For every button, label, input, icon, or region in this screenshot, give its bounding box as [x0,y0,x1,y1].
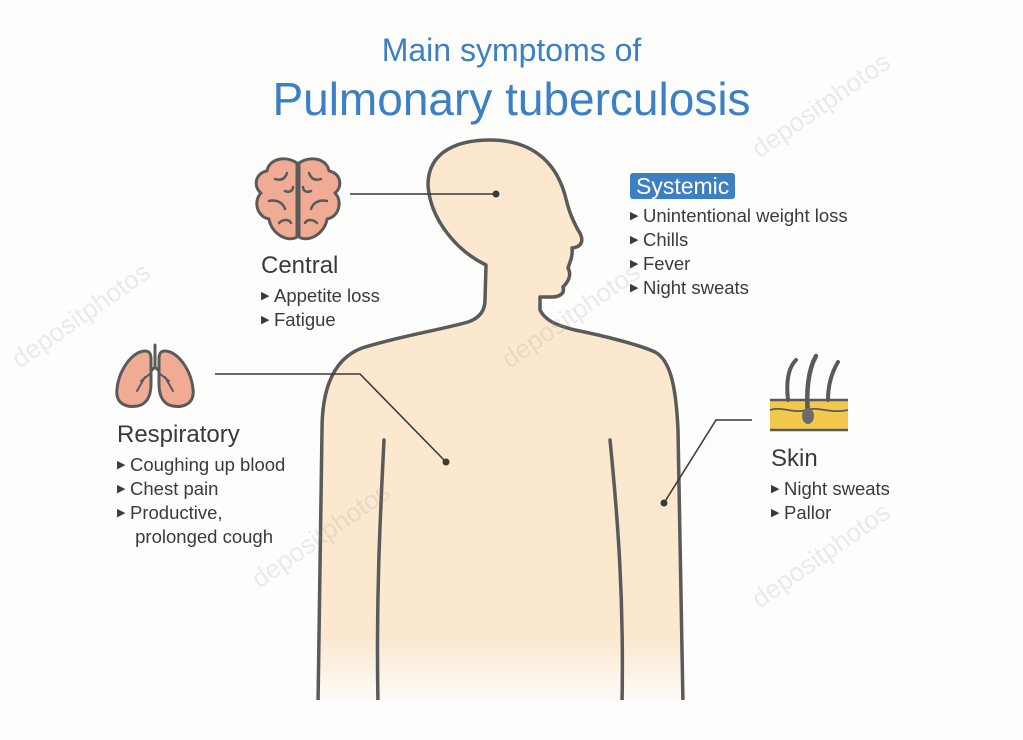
connectors [215,190,752,507]
list-item: ▶Coughing up blood [117,454,286,475]
systemic-heading-wrapper: Systemic [630,173,848,199]
list-item: ▶Appetite loss [261,285,380,306]
brain-icon [254,157,342,241]
respiratory-list: ▶Coughing up blood ▶Chest pain ▶Producti… [117,453,285,549]
skin-hair-icon [769,353,849,432]
respiratory-group: Respiratory ▶Coughing up blood ▶Chest pa… [117,421,285,549]
respiratory-heading: Respiratory [117,421,240,448]
list-item: ▶Night sweats [771,478,890,499]
left-arm-line [375,438,386,707]
list-item: ▶Productive, [117,502,223,523]
list-item: ▶Fatigue [261,309,336,330]
list-item: ▶Night sweats [630,277,749,298]
skin-list: ▶Night sweats ▶Pallor [771,477,890,525]
list-item: ▶Unintentional weight loss [630,205,848,226]
central-heading: Central [261,252,339,279]
bullet-icon: ▶ [771,507,780,519]
bullet-icon: ▶ [261,314,270,326]
systemic-list: ▶Unintentional weight loss ▶Chills ▶Feve… [630,204,848,300]
respiratory-connector-dot [442,458,450,466]
skin-heading: Skin [771,445,818,472]
title-line-1: Main symptoms of [381,32,642,68]
lungs-icon [115,343,195,408]
bullet-icon: ▶ [630,258,639,270]
central-list: ▶Appetite loss ▶Fatigue [261,284,380,332]
list-item: ▶Chest pain [117,478,219,499]
bullet-icon: ▶ [771,483,780,495]
systemic-group: Systemic ▶Unintentional weight loss ▶Chi… [630,173,848,300]
bullet-icon: ▶ [117,459,126,471]
list-item: ▶Fever [630,253,691,274]
body-silhouette [0,138,1023,740]
systemic-heading: Systemic [630,173,736,199]
list-item-continuation: prolonged cough [130,526,273,547]
list-item: ▶Chills [630,229,689,250]
title-line-2: Pulmonary tuberculosis [272,73,751,125]
bullet-icon: ▶ [630,210,639,222]
respiratory-connector [215,373,447,463]
skin-connector [663,419,752,504]
bullet-icon: ▶ [117,483,126,495]
bullet-icon: ▶ [117,507,126,519]
bullet-icon: ▶ [630,234,639,246]
central-group: Central ▶Appetite loss ▶Fatigue [261,252,380,332]
skin-group: Skin ▶Night sweats ▶Pallor [771,445,890,525]
bullet-icon: ▶ [630,282,639,294]
bullet-icon: ▶ [261,290,270,302]
right-arm-line [608,438,625,707]
list-item: ▶Pallor [771,502,832,523]
central-connector-dot [492,190,500,198]
skin-connector-dot [660,499,668,507]
